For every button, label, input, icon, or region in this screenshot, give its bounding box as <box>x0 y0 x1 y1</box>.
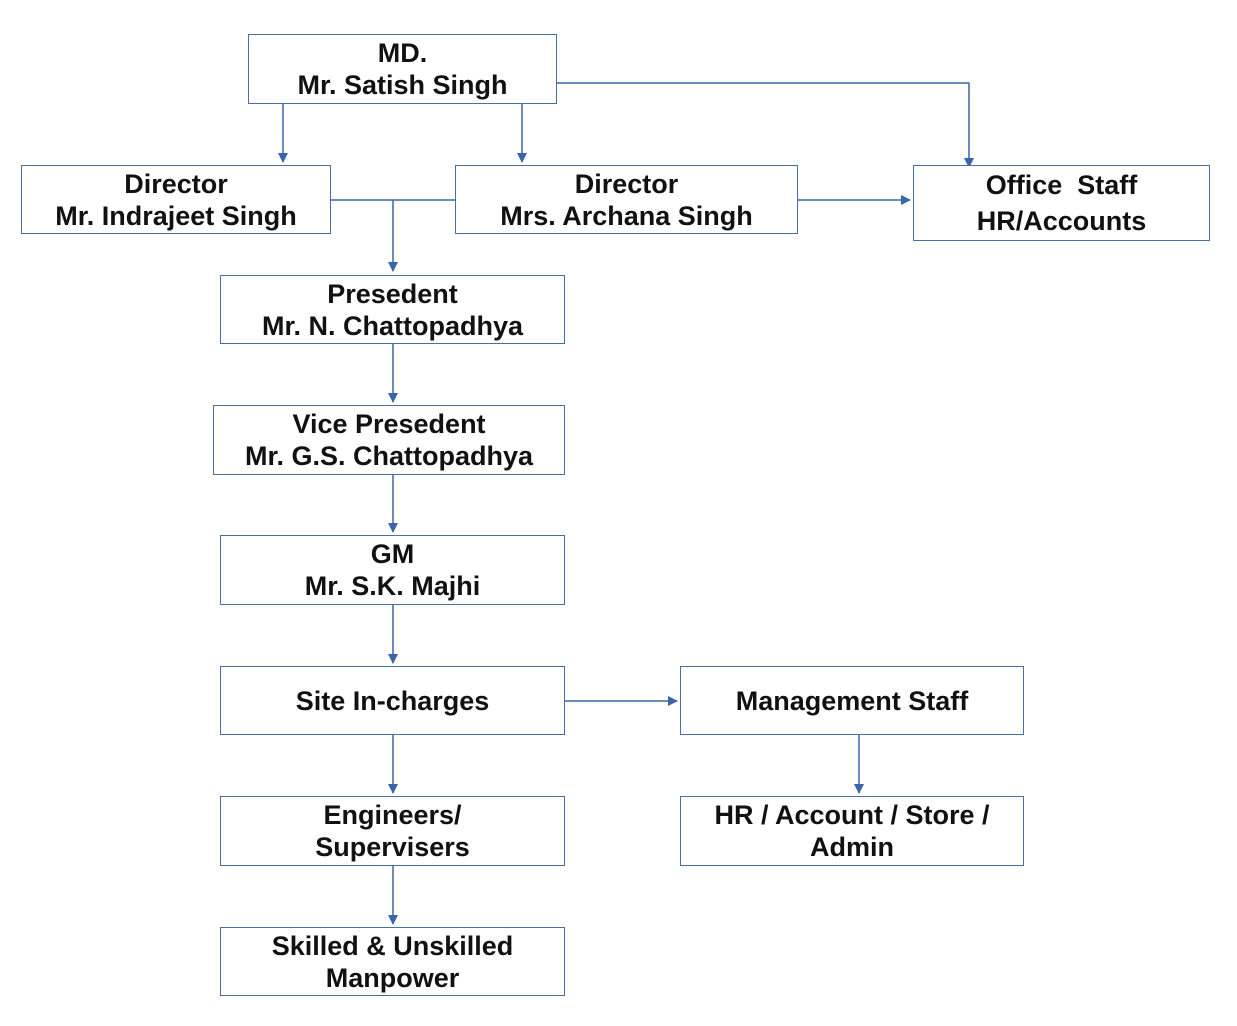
node-hr-account-store-title: HR / Account / Store / <box>714 800 990 830</box>
connector-md-office-staff <box>557 82 974 168</box>
node-director-2-title: Director <box>574 168 679 199</box>
node-md-name: Mr. Satish Singh <box>297 70 508 100</box>
node-management-staff: Management Staff <box>680 666 1024 735</box>
node-site-incharges-title: Site In-charges <box>295 685 490 716</box>
node-gm-title: GM <box>370 539 415 569</box>
node-vice-president-name: Mr. G.S. Chattopadhya <box>244 441 534 471</box>
node-hr-account-store-subtitle: Admin <box>810 832 894 862</box>
node-director-2-name: Mrs. Archana Singh <box>500 200 753 231</box>
node-manpower-title: Skilled & Unskilled <box>271 930 514 961</box>
node-director-1: Director Mr. Indrajeet Singh <box>21 165 331 234</box>
node-engineers-subtitle: Supervisers <box>315 832 470 862</box>
node-vice-president: Vice Presedent Mr. G.S. Chattopadhya <box>213 405 565 475</box>
node-president-name: Mr. N. Chattopadhya <box>261 310 524 341</box>
node-gm-name: Mr. S.K. Majhi <box>304 571 481 601</box>
node-gm: GM Mr. S.K. Majhi <box>220 535 565 605</box>
node-director-1-name: Mr. Indrajeet Singh <box>55 200 297 231</box>
node-president: Presedent Mr. N. Chattopadhya <box>220 275 565 344</box>
node-director-2: Director Mrs. Archana Singh <box>455 165 798 234</box>
node-site-incharges: Site In-charges <box>220 666 565 735</box>
node-md: MD. Mr. Satish Singh <box>248 34 557 104</box>
node-hr-account-store: HR / Account / Store / Admin <box>680 796 1024 866</box>
node-vice-president-title: Vice Presedent <box>292 409 486 439</box>
node-manpower-subtitle: Manpower <box>325 962 460 993</box>
node-manpower: Skilled & Unskilled Manpower <box>220 927 565 996</box>
node-director-1-title: Director <box>124 168 228 199</box>
node-office-staff-title: Office Staff <box>985 170 1138 200</box>
node-engineers: Engineers/ Supervisers <box>220 796 565 866</box>
node-engineers-title: Engineers/ <box>323 800 462 830</box>
node-president-title: Presedent <box>327 278 458 309</box>
node-office-staff-dept: HR/Accounts <box>976 206 1147 236</box>
node-office-staff: Office Staff HR/Accounts <box>913 165 1210 241</box>
node-management-staff-title: Management Staff <box>735 685 969 716</box>
node-md-title: MD. <box>377 38 428 68</box>
